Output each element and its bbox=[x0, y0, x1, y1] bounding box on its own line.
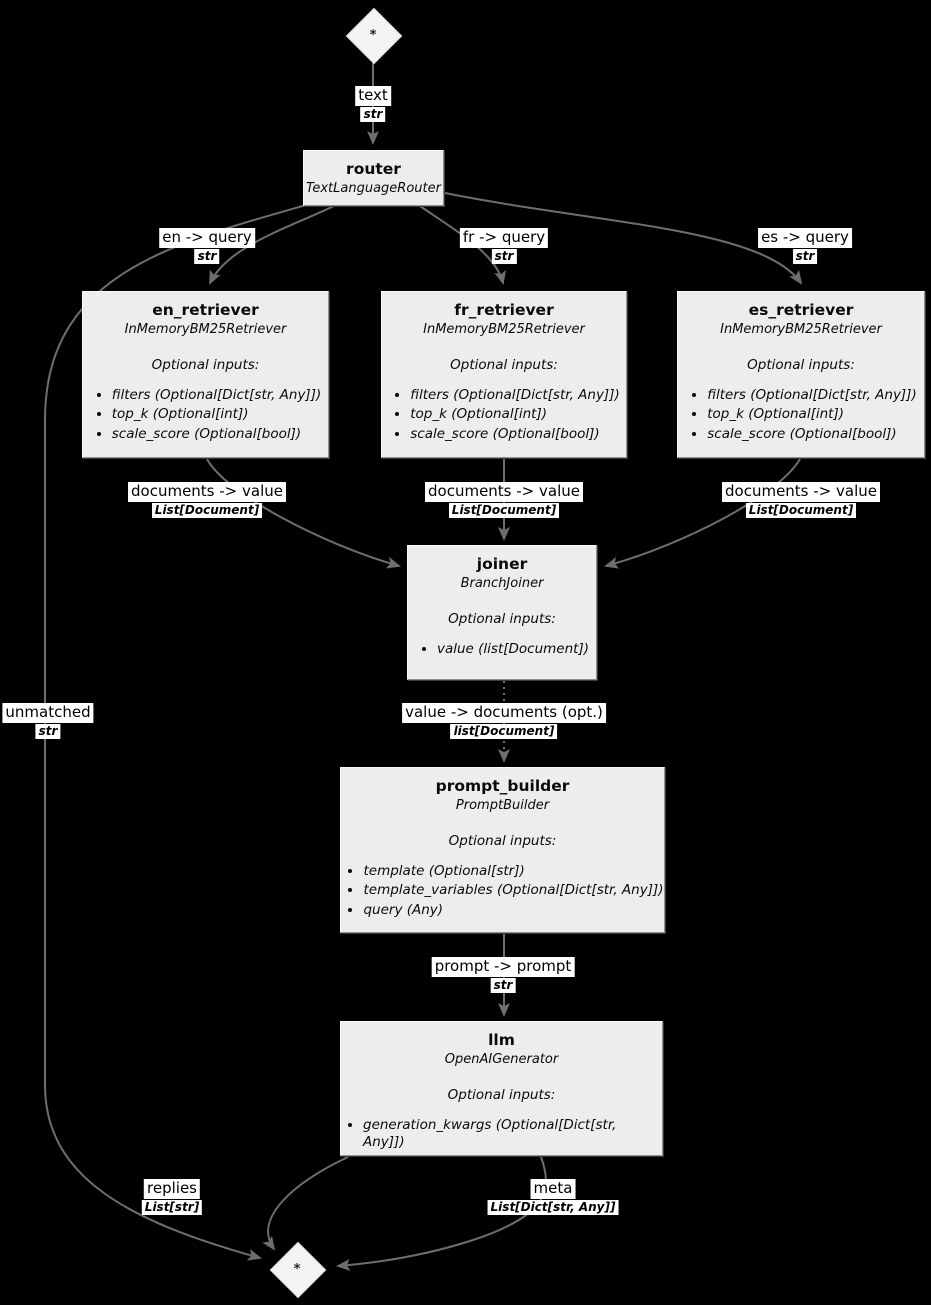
optional-input: scale_score (Optional[bool]) bbox=[112, 426, 322, 443]
optional-inputs-header: Optional inputs: bbox=[448, 833, 557, 849]
edge-router-es bbox=[444, 192, 803, 285]
edge-label-text: text str bbox=[355, 86, 391, 122]
optional-inputs-header: Optional inputs: bbox=[448, 611, 556, 627]
edge-type: List[Document] bbox=[448, 502, 560, 518]
node-title: fr_retriever bbox=[454, 301, 554, 319]
edge-name: value -> documents (opt.) bbox=[402, 703, 606, 723]
optional-input: scale_score (Optional[bool]) bbox=[410, 426, 620, 443]
node-en-retriever: en_retriever InMemoryBM25Retriever Optio… bbox=[82, 291, 329, 458]
optional-inputs-header: Optional inputs: bbox=[447, 1087, 556, 1103]
node-es-retriever: es_retriever InMemoryBM25Retriever Optio… bbox=[677, 291, 925, 458]
optional-input: template_variables (Optional[Dict[str, A… bbox=[363, 882, 663, 899]
optional-inputs-list: value (list[Document]) bbox=[415, 641, 589, 658]
node-type: BranchJoiner bbox=[460, 576, 544, 591]
optional-inputs-list: template (Optional[str]) template_variab… bbox=[341, 863, 663, 919]
optional-input: top_k (Optional[int]) bbox=[410, 406, 620, 423]
edge-name: unmatched bbox=[2, 703, 94, 723]
edge-router-en bbox=[209, 205, 335, 285]
edge-label-en-query: en -> query str bbox=[159, 228, 255, 264]
edge-label-es-query: es -> query str bbox=[758, 228, 852, 264]
edge-en-joiner bbox=[206, 458, 401, 569]
edge-type: str bbox=[194, 248, 220, 264]
edge-label-documents-value-es: documents -> value List[Document] bbox=[722, 482, 880, 518]
edge-type: str bbox=[360, 106, 386, 122]
edge-name: es -> query bbox=[758, 228, 852, 248]
edge-type: List[Dict[str, Any]] bbox=[487, 1199, 619, 1215]
start-node-label: * bbox=[369, 27, 377, 43]
node-type: InMemoryBM25Retriever bbox=[720, 322, 882, 337]
optional-inputs-list: filters (Optional[Dict[str, Any]]) top_k… bbox=[685, 387, 917, 443]
optional-input: value (list[Document]) bbox=[437, 641, 589, 658]
node-title: es_retriever bbox=[748, 301, 854, 319]
edge-label-prompt-prompt: prompt -> prompt str bbox=[431, 957, 575, 993]
edge-label-replies: replies List[str] bbox=[141, 1179, 203, 1215]
optional-inputs-list: filters (Optional[Dict[str, Any]]) top_k… bbox=[90, 387, 322, 443]
edge-type: List[Document] bbox=[151, 502, 263, 518]
end-node-label: * bbox=[293, 1261, 301, 1277]
edge-llm-end-replies bbox=[262, 1156, 349, 1251]
edge-label-meta: meta List[Dict[str, Any]] bbox=[487, 1179, 619, 1215]
edge-name: replies bbox=[144, 1179, 200, 1199]
node-router: router TextLanguageRouter bbox=[303, 150, 444, 206]
node-title: joiner bbox=[476, 555, 528, 573]
optional-inputs-header: Optional inputs: bbox=[747, 357, 855, 373]
optional-inputs-list: generation_kwargs (Optional[Dict[str, An… bbox=[341, 1117, 662, 1152]
optional-input: generation_kwargs (Optional[Dict[str, An… bbox=[363, 1117, 662, 1152]
optional-input: template (Optional[str]) bbox=[363, 863, 663, 880]
optional-inputs-header: Optional inputs: bbox=[450, 357, 558, 373]
edge-type: str bbox=[792, 248, 818, 264]
node-type: InMemoryBM25Retriever bbox=[124, 322, 287, 337]
optional-input: filters (Optional[Dict[str, Any]]) bbox=[410, 387, 620, 404]
node-type: PromptBuilder bbox=[455, 798, 550, 813]
edge-name: documents -> value bbox=[128, 482, 286, 502]
optional-input: filters (Optional[Dict[str, Any]]) bbox=[112, 387, 322, 404]
edge-type: str bbox=[490, 977, 516, 993]
edge-type: List[Document] bbox=[745, 502, 857, 518]
edge-name: en -> query bbox=[159, 228, 255, 248]
edge-type: str bbox=[491, 248, 517, 264]
edge-label-unmatched: unmatched str bbox=[2, 703, 94, 739]
node-title: en_retriever bbox=[152, 301, 259, 319]
optional-inputs-list: filters (Optional[Dict[str, Any]]) top_k… bbox=[388, 387, 620, 443]
optional-inputs-header: Optional inputs: bbox=[151, 357, 260, 373]
edge-label-documents-value-fr: documents -> value List[Document] bbox=[425, 482, 583, 518]
node-fr-retriever: fr_retriever InMemoryBM25Retriever Optio… bbox=[381, 291, 627, 458]
edge-type: str bbox=[35, 723, 61, 739]
node-prompt-builder: prompt_builder PromptBuilder Optional in… bbox=[340, 767, 665, 933]
optional-input: top_k (Optional[int]) bbox=[112, 406, 322, 423]
edge-type: list[Document] bbox=[450, 723, 558, 739]
optional-input: filters (Optional[Dict[str, Any]]) bbox=[707, 387, 917, 404]
edge-label-value-documents: value -> documents (opt.) list[Document] bbox=[402, 703, 606, 739]
start-node: * bbox=[345, 7, 403, 65]
edge-es-joiner bbox=[604, 458, 801, 569]
optional-input: query (Any) bbox=[363, 902, 663, 919]
edge-name: documents -> value bbox=[722, 482, 880, 502]
node-title: router bbox=[346, 160, 401, 178]
optional-input: top_k (Optional[int]) bbox=[707, 406, 917, 423]
edge-name: fr -> query bbox=[459, 228, 549, 248]
edge-name: meta bbox=[530, 1179, 576, 1199]
edge-label-documents-value-en: documents -> value List[Document] bbox=[128, 482, 286, 518]
edge-label-fr-query: fr -> query str bbox=[459, 228, 549, 264]
edge-type: List[str] bbox=[141, 1199, 203, 1215]
edge-name: text bbox=[355, 86, 391, 106]
node-title: prompt_builder bbox=[435, 777, 570, 795]
node-type: TextLanguageRouter bbox=[306, 181, 441, 196]
node-type: InMemoryBM25Retriever bbox=[423, 322, 585, 337]
node-llm: llm OpenAIGenerator Optional inputs: gen… bbox=[340, 1021, 663, 1156]
optional-input: scale_score (Optional[bool]) bbox=[707, 426, 917, 443]
node-type: OpenAIGenerator bbox=[444, 1052, 559, 1067]
edge-name: prompt -> prompt bbox=[431, 957, 575, 977]
node-joiner: joiner BranchJoiner Optional inputs: val… bbox=[407, 545, 597, 680]
end-node: * bbox=[269, 1241, 327, 1299]
edge-name: documents -> value bbox=[425, 482, 583, 502]
node-title: llm bbox=[488, 1031, 515, 1049]
